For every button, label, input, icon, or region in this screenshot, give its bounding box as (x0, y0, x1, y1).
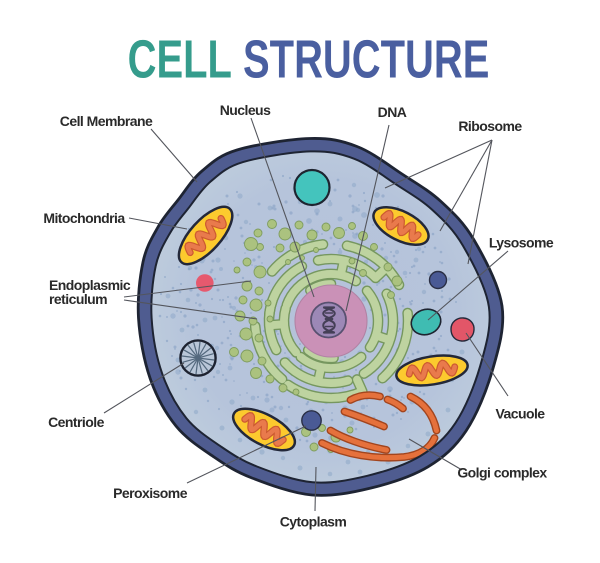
svg-text:reticulum: reticulum (49, 291, 107, 307)
svg-text:Peroxisome: Peroxisome (113, 485, 188, 501)
svg-text:Centriole: Centriole (48, 414, 104, 430)
svg-text:Vacuole: Vacuole (495, 406, 545, 422)
svg-text:Nucleus: Nucleus (220, 102, 271, 118)
svg-text:Mitochondria: Mitochondria (43, 210, 125, 226)
svg-text:Cytoplasm: Cytoplasm (280, 514, 347, 530)
svg-text:Lysosome: Lysosome (489, 235, 554, 251)
svg-text:DNA: DNA (378, 104, 407, 120)
svg-text:Golgi complex: Golgi complex (457, 465, 547, 481)
svg-text:Cell Membrane: Cell Membrane (60, 113, 153, 129)
svg-text:Ribosome: Ribosome (458, 118, 522, 134)
svg-text:Endoplasmic: Endoplasmic (49, 277, 131, 293)
svg-text:CELL STRUCTURE: CELL STRUCTURE (128, 30, 490, 90)
